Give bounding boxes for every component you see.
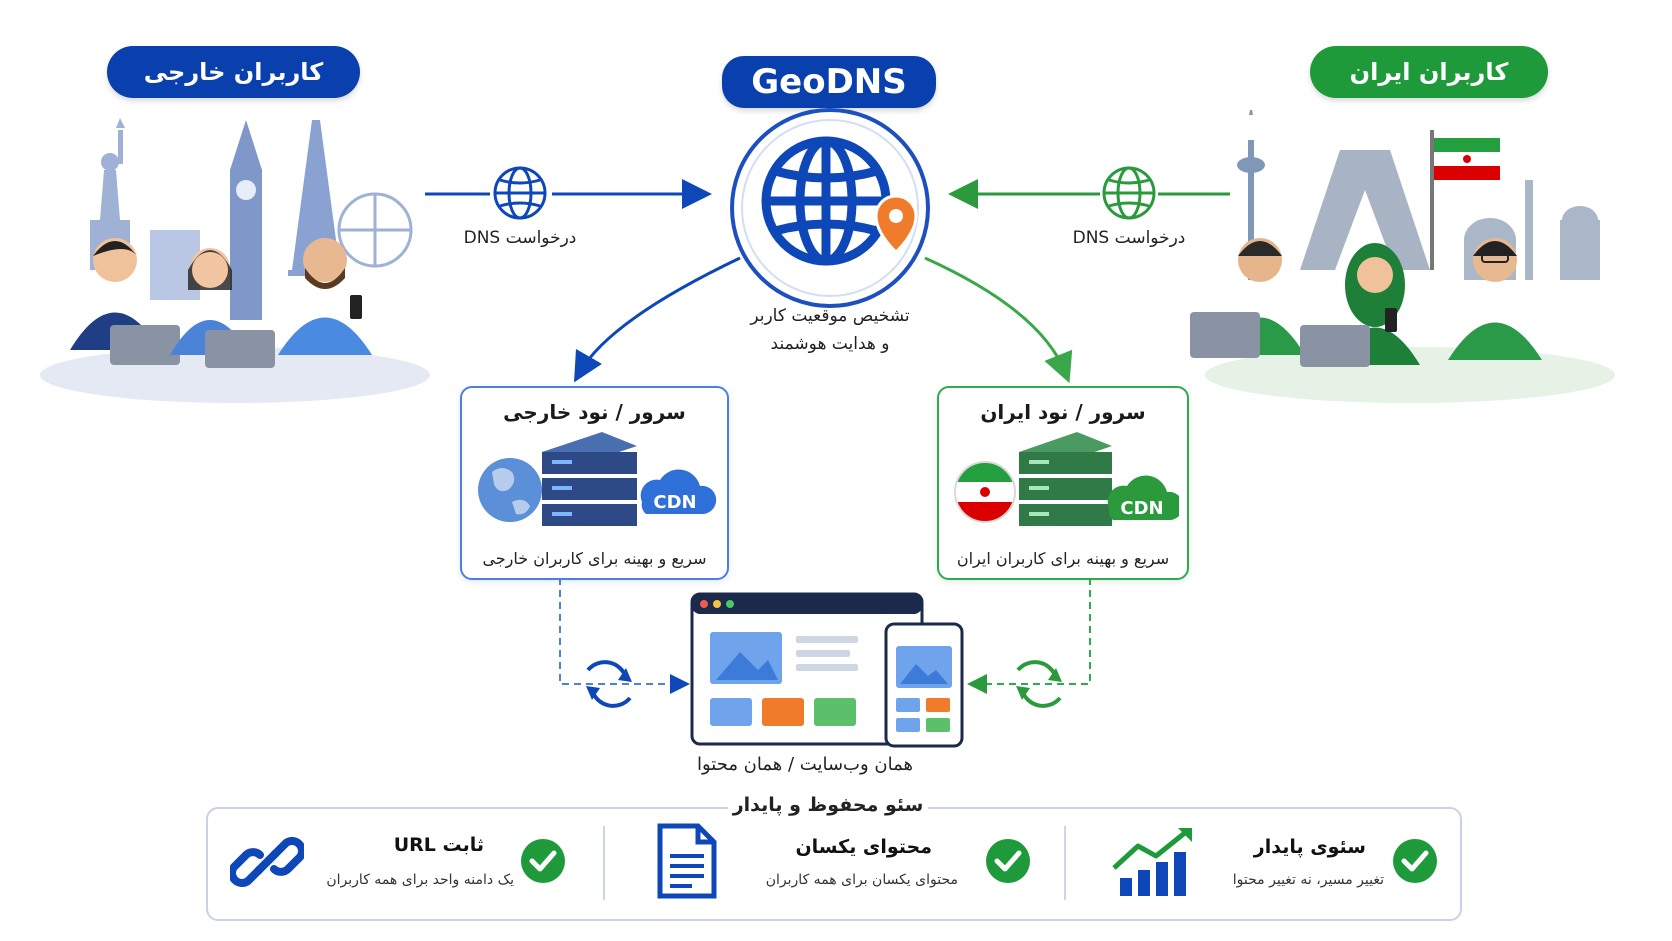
- iran-cdn-label: CDN: [1120, 498, 1163, 519]
- detection-label-line2: و هدایت هوشمند: [770, 334, 890, 354]
- check-icon: [986, 839, 1030, 883]
- feature-same-content-subtitle: محتوای یکسان برای همه کاربران: [765, 872, 958, 888]
- check-icon: [521, 839, 565, 883]
- feature-stable-seo-title: سئوی پایدار: [1253, 836, 1366, 858]
- growth-chart-icon: [1112, 828, 1192, 896]
- document-icon: [657, 823, 717, 899]
- iran-node-graphic: CDN: [954, 432, 1179, 526]
- foreign-node-title: سرور / نود خارجی: [503, 400, 686, 424]
- server-stack-icon: [542, 432, 637, 526]
- foreign-node-box: سرور / نود خارجی CDN سریع و بهینه برای ک…: [460, 386, 729, 580]
- world-globe-icon: [478, 458, 542, 522]
- foreign-node-graphic: CDN: [478, 432, 717, 526]
- mobile-device: [884, 622, 964, 748]
- cdn-cloud-icon: CDN: [1107, 475, 1179, 520]
- geodns-globe: [730, 108, 930, 308]
- dns-globe-icon-right: [1102, 166, 1156, 220]
- foreign-node-subtitle: سریع و بهینه برای کاربران خارجی: [482, 549, 707, 568]
- website-caption: همان وب‌سایت / همان محتوا: [696, 754, 914, 775]
- browser-window: [690, 592, 924, 746]
- sync-icon-right: [1016, 660, 1062, 708]
- geodns-pill: GeoDNS: [722, 56, 936, 108]
- check-icon: [1393, 839, 1437, 883]
- location-pin-icon: [874, 194, 918, 255]
- cdn-cloud-icon: CDN: [640, 469, 717, 514]
- iran-flag-circle-icon: [954, 461, 1016, 523]
- iran-node-title: سرور / نود ایران: [980, 400, 1146, 424]
- iran-node-subtitle: سریع و بهینه برای کاربران ایران: [956, 549, 1170, 568]
- big-ben-icon: [230, 120, 262, 320]
- seo-divider-2: [1064, 826, 1066, 900]
- seo-divider-1: [603, 826, 605, 900]
- dns-globe-icon-left: [493, 166, 547, 220]
- website-mockup: [690, 592, 964, 748]
- link-icon: [230, 837, 304, 887]
- feature-same-content-title: محتوای یکسان: [795, 836, 932, 858]
- ferris-wheel-icon: [337, 192, 413, 268]
- feature-stable-seo-subtitle: تغییر مسیر، نه تغییر محتوا: [1232, 872, 1384, 888]
- sync-icon-left: [586, 660, 632, 708]
- iran-users-label: کاربران ایران: [1349, 58, 1509, 86]
- geodns-label: GeoDNS: [751, 62, 907, 102]
- foreign-users-illustration: [40, 118, 430, 403]
- iran-node-box: سرور / نود ایران CDN سریع و بهینه برای: [937, 386, 1189, 580]
- foreign-cdn-label: CDN: [653, 492, 696, 513]
- server-stack-icon: [1019, 432, 1112, 526]
- feature-fixed-url-subtitle: یک دامنه واحد برای همه کاربران: [326, 872, 514, 888]
- iran-users-pill: کاربران ایران: [1310, 46, 1548, 98]
- foreign-users-label: کاربران خارجی: [143, 58, 324, 86]
- iran-flag-icon: [1430, 130, 1500, 270]
- foreign-users-pill: کاربران خارجی: [107, 46, 360, 98]
- seo-box: [206, 807, 1462, 921]
- iran-person-3: [1385, 238, 1542, 360]
- feature-fixed-url-title: ثابت URL: [393, 834, 484, 856]
- seo-title: سئو محفوظ و پایدار: [728, 794, 928, 816]
- dns-request-label-right: درخواست DNS: [1072, 228, 1186, 248]
- milad-tower-icon: [1237, 110, 1265, 280]
- azadi-tower-icon: [1300, 150, 1430, 270]
- foreign-person-3: [278, 238, 372, 355]
- dns-request-label-left: درخواست DNS: [463, 228, 577, 248]
- detection-label-line1: تشخیص موقعیت کاربر: [750, 306, 910, 326]
- iran-users-illustration: [1190, 110, 1615, 403]
